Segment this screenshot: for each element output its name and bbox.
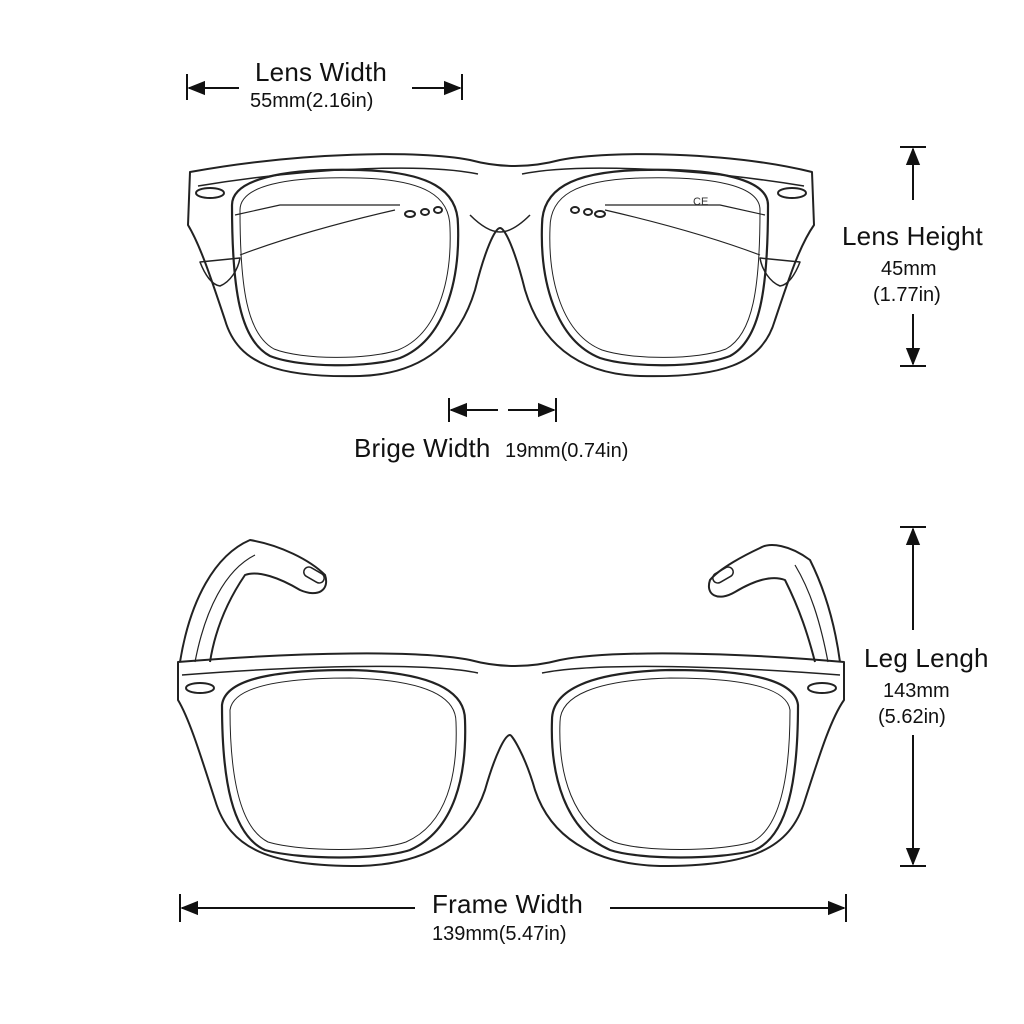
frame-outline-lower [177,652,845,867]
frame-width-label: Frame Width [432,889,584,919]
glasses-front-view [187,153,815,378]
frame-width-dimension [179,894,847,922]
ce-mark: CE [693,196,708,208]
bridge-width-dimension [448,398,557,422]
right-hinge-rivet-lower [807,682,837,694]
right-temple-arm [707,544,841,663]
left-hinge-rivet [195,187,225,199]
bridge-width-label: Brige Width [354,433,491,463]
glasses-perspective-view [177,539,845,867]
left-lens [230,168,460,367]
left-hinge-rivet-lower [185,682,215,694]
leg-length-value-in: (5.62in) [878,706,946,728]
lens-height-label: Lens Height [842,221,983,251]
frame-top-bar [197,167,805,187]
right-temple-tip [759,257,801,287]
lens-width-dimension [186,74,463,100]
lens-height-value-mm: 45mm [881,258,937,280]
leg-length-dimension [900,526,926,867]
left-temple-arm [179,539,328,663]
bridge-width-value: 19mm(0.74in) [505,440,629,462]
leg-length-value-mm: 143mm [883,680,950,702]
frame-outline [187,153,815,378]
left-temple-tip [199,257,241,287]
right-lens [540,168,770,367]
nose-bridge [469,214,531,233]
leg-length-label: Leg Lengh [864,643,989,673]
lens-width-value: 55mm(2.16in) [250,90,374,112]
right-lens-lower [550,668,800,859]
lens-width-label: Lens Width [255,57,388,87]
right-hinge-rivet [777,187,807,199]
frame-width-value: 139mm(5.47in) [432,923,567,945]
lens-height-dimension [900,146,926,367]
left-lens-lower [220,668,467,859]
lens-height-value-in: (1.77in) [873,284,941,306]
